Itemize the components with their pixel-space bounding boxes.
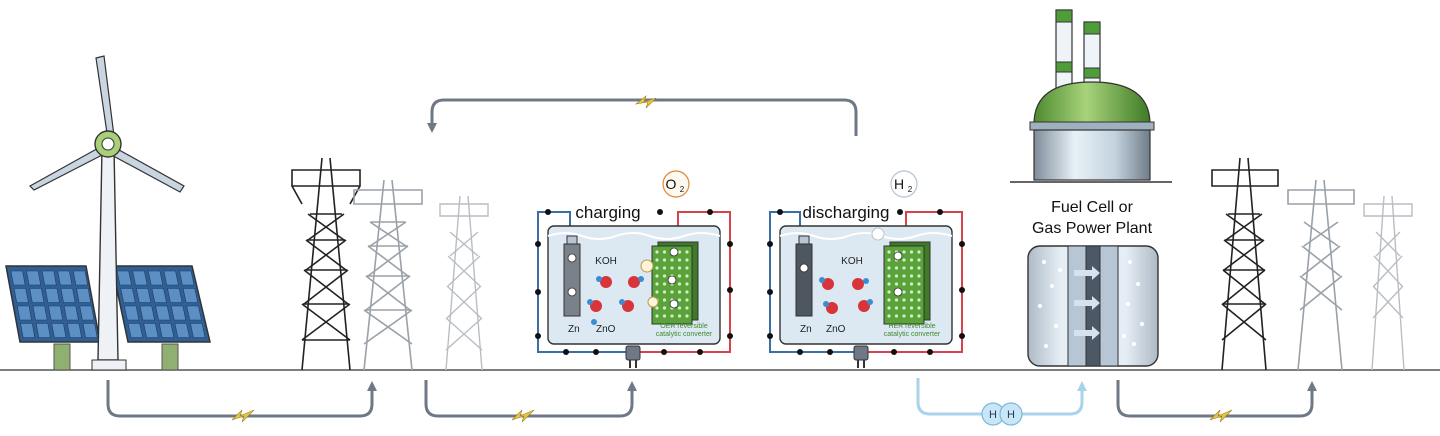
anode-label: Zn [568,324,580,335]
bottom-arrow-3 [1116,380,1317,423]
solar-panel-right [111,265,211,371]
bottom-arrow-1 [106,380,377,423]
power-tower-5 [1287,179,1355,371]
hydrogen-badge: H H [981,402,1023,426]
electrolyte-label: KOH [595,256,617,267]
power-tower-3 [439,195,489,371]
lightning-icon [511,409,535,423]
gas-symbol: H [894,176,904,192]
hydroxide-ion [858,299,873,312]
power-tower-6 [1363,195,1413,371]
cell-title: charging [575,203,640,222]
converter-label-line1: OER reversible [660,323,708,330]
electrolyte-label: KOH [841,256,863,267]
converter-label-line2: catalytic converter [884,331,941,338]
gas-subscript: 2 [908,185,913,194]
electron-icon [893,251,903,261]
electron-icon [567,287,577,297]
gas-symbol: O [666,176,677,192]
hydroxide-ion [587,299,602,312]
lightning-icon [1209,409,1233,423]
hydroxide-ion [619,299,634,312]
plug-icon [625,345,641,368]
gas-subscript: 2 [680,185,685,194]
oxide-label: ZnO [826,324,846,335]
charging-cell: KOH Zn ZnO OER reversible catalytic conv… [531,170,737,368]
plant-label-line2: Gas Power Plant [1032,220,1153,237]
converter-label-line2: catalytic converter [656,331,713,338]
zinc-oxide-particle [591,319,597,325]
fuel-cell-stack [1027,245,1159,367]
hydroxide-ion [596,276,612,288]
lightning-icon [231,409,255,423]
electron-icon [567,253,577,263]
electron-icon [669,247,679,257]
plug-icon [853,345,869,368]
converter-label-line1: HER reversible [888,323,935,330]
power-plant: Fuel Cell or Gas Power Plant [1010,9,1172,237]
cell-title: discharging [803,203,890,222]
hydroxide-ion [852,278,869,290]
plant-label-line1: Fuel Cell or [1051,199,1133,216]
electron-icon [669,299,679,309]
hydrogen-atom-label: H [989,409,997,421]
wind-turbine [29,55,185,371]
power-tower-1 [291,157,361,371]
return-arrow [427,95,858,136]
power-tower-4 [1211,157,1279,371]
discharging-cell: KOH Zn ZnO HER reversible catalytic conv… [762,170,966,368]
oxide-label: ZnO [596,324,616,335]
hydroxide-ion [628,276,644,288]
solar-panel-left [5,265,101,371]
hydroxide-ion [819,277,834,290]
anode-label: Zn [800,324,812,335]
hydrogen-atom-label: H [1007,409,1015,421]
power-tower-2 [353,179,423,371]
hydroxide-ion [823,301,838,314]
oxygen-bubble: O 2 [662,170,690,198]
lightning-icon [634,95,657,109]
electron-icon [893,287,903,297]
electron-icon [799,263,809,273]
hydrogen-bubble: H 2 [890,170,918,198]
electron-icon [667,275,677,285]
bottom-arrow-2 [424,380,637,423]
